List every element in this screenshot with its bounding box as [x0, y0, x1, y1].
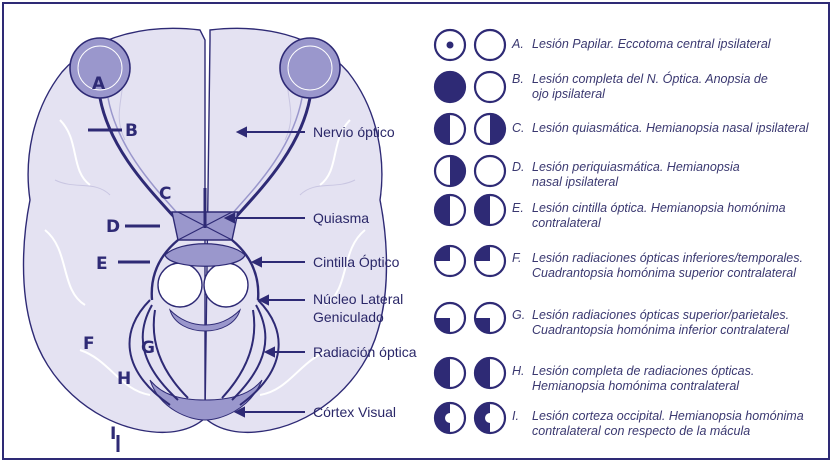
- legend-line1: Lesión quiasmática. Hemianopsia nasal ip…: [532, 121, 809, 135]
- legend-key: H.: [512, 364, 532, 379]
- label-cintilla-optico: Cintilla Óptico: [313, 254, 399, 270]
- legend-line1: Lesión completa de radiaciones ópticas.: [532, 364, 754, 378]
- legend-row-i: I.Lesión corteza occipital. Hemianopsia …: [432, 409, 824, 451]
- legend-key: F.: [512, 251, 532, 266]
- label-nucleo-line2: Geniculado: [313, 309, 384, 325]
- label-radiacion-optica: Radiación óptica: [313, 344, 417, 360]
- lesion-letter-g: G: [141, 338, 155, 358]
- legend-row-f: F.Lesión radiaciones ópticas inferiores/…: [432, 251, 824, 293]
- lesion-letter-e: E: [96, 254, 108, 274]
- lesion-letter-d: D: [106, 217, 120, 237]
- legend-key: C.: [512, 121, 532, 136]
- lesion-letter-c: C: [159, 184, 171, 204]
- legend-row-c: C.Lesión quiasmática. Hemianopsia nasal …: [432, 121, 824, 163]
- legend-line1: Lesión completa del N. Óptica. Anopsia d…: [532, 72, 768, 86]
- legend-line1: Lesión Papilar. Eccotoma central ipsilat…: [532, 37, 771, 51]
- legend-line2: Cuadrantopsia homónima superior contrala…: [512, 266, 822, 281]
- legend-key: B.: [512, 72, 532, 87]
- lesion-letter-h: H: [117, 369, 131, 389]
- lesion-letter-b: B: [125, 121, 138, 141]
- legend-line1: Lesión periquiasmática. Hemianopsia: [532, 160, 740, 174]
- legend-line2: contralateral con respecto de la mácula: [512, 424, 822, 439]
- legend-line2: ojo ipsilateral: [512, 87, 822, 102]
- legend-key: A.: [512, 37, 532, 52]
- label-cortex-visual: Córtex Visual: [313, 404, 396, 420]
- legend-key: G.: [512, 308, 532, 323]
- lesion-letter-i: I: [110, 424, 116, 444]
- legend-line2: Hemianopsia homónima contralateral: [512, 379, 822, 394]
- lesion-letter-a: A: [92, 74, 105, 94]
- legend-line1: Lesión radiaciones ópticas superior/pari…: [532, 308, 789, 322]
- label-nervio-optico: Nervio óptico: [313, 124, 395, 140]
- legend-row-h: H.Lesión completa de radiaciones ópticas…: [432, 364, 824, 406]
- legend-line2: Cuadrantopsia homónima inferior contrala…: [512, 323, 822, 338]
- legend-line1: Lesión radiaciones ópticas inferiores/te…: [532, 251, 803, 265]
- lesion-letter-f: F: [83, 334, 95, 354]
- legend-row-b: B.Lesión completa del N. Óptica. Anopsia…: [432, 72, 824, 114]
- label-nucleo-line1: Núcleo Lateral: [313, 291, 403, 307]
- legend-key: E.: [512, 201, 532, 216]
- label-quiasma: Quiasma: [313, 210, 369, 226]
- legend-row-g: G.Lesión radiaciones ópticas superior/pa…: [432, 308, 824, 350]
- legend-key: I.: [512, 409, 532, 424]
- legend-row-e: E.Lesión cintilla óptica. Hemianopsia ho…: [432, 201, 824, 243]
- legend-line2: contralateral: [512, 216, 822, 231]
- legend-line2: nasal ipsilateral: [512, 175, 822, 190]
- legend-key: D.: [512, 160, 532, 175]
- legend-line1: Lesión corteza occipital. Hemianopsia ho…: [532, 409, 804, 423]
- legend-line1: Lesión cintilla óptica. Hemianopsia homó…: [532, 201, 786, 215]
